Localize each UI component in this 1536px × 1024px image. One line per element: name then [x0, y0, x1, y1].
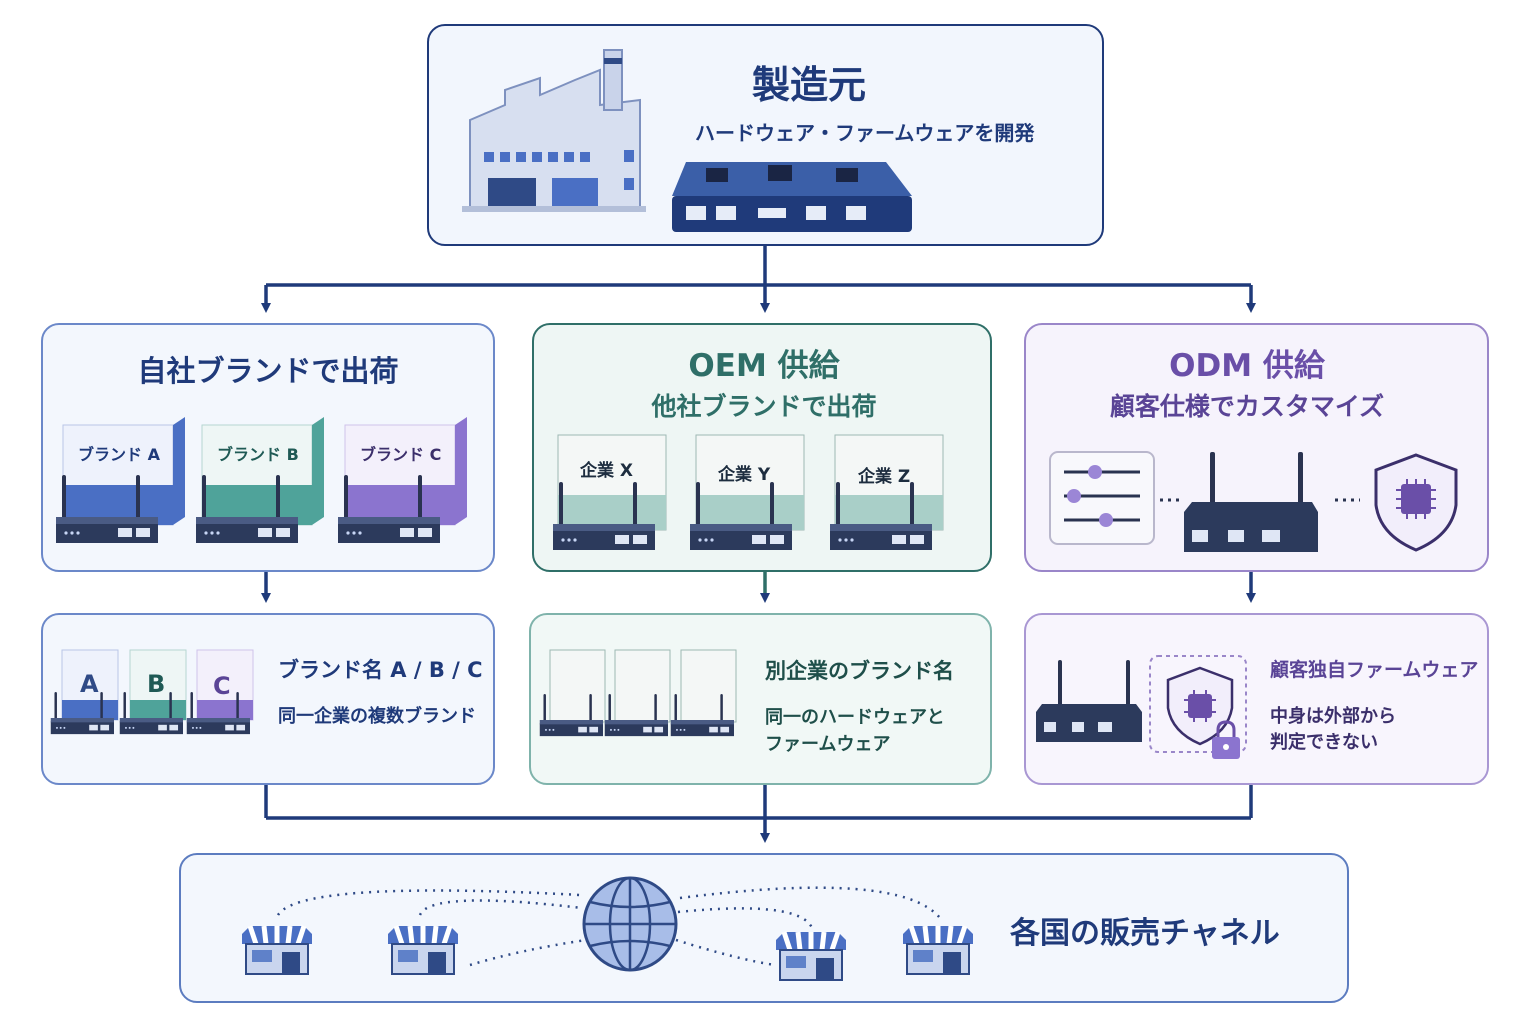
factory-icon	[462, 49, 646, 212]
odm-title: ODM 供給	[1169, 348, 1325, 384]
router-icon	[1184, 452, 1318, 552]
own-brand-title: 自社ブランドで出荷	[137, 354, 399, 388]
brand-label-c: ブランド C	[360, 445, 442, 464]
oem-detail-text-2: ファームウェア	[765, 734, 891, 755]
detail-letter-c: C	[213, 672, 231, 700]
odm-detail-text-2: 判定できない	[1270, 732, 1378, 753]
oem-title: OEM 供給	[688, 348, 840, 384]
chip-shield-icon	[1374, 453, 1458, 552]
oem-detail-text-1: 同一のハードウェアと	[765, 707, 945, 728]
chip-shield-icon	[1166, 666, 1234, 746]
detail-letter-b: B	[147, 670, 166, 698]
store-icon	[388, 926, 458, 974]
sliders-icon	[1049, 451, 1155, 545]
own-brand-products	[56, 417, 467, 543]
oem-detail-box	[529, 613, 992, 785]
oem-detail-title: 別企業のブランド名	[765, 659, 954, 683]
store-icon	[242, 926, 312, 974]
sales-channel-box	[179, 853, 1349, 1003]
own-brand-detail-text: 同一企業の複数ブランド	[278, 706, 476, 727]
brand-label-b: ブランド B	[217, 445, 299, 464]
oem-company-x: 企業 X	[580, 461, 634, 481]
odm-detail-title: 顧客独自ファームウェア	[1270, 659, 1479, 681]
odm-subtitle: 顧客仕様でカスタマイズ	[1109, 392, 1385, 421]
brand-label-a: ブランド A	[78, 445, 160, 464]
router-icon	[1036, 660, 1142, 742]
circuit-board-icon	[672, 162, 912, 232]
manufacturer-title: 製造元	[752, 63, 867, 107]
oem-products	[553, 434, 944, 550]
store-icon	[776, 932, 846, 980]
oem-company-z: 企業 Z	[858, 467, 911, 487]
oem-subtitle: 他社ブランドで出荷	[651, 392, 877, 421]
globe-icon	[582, 876, 678, 972]
oem-detail-products	[539, 649, 737, 737]
manufacturer-subtitle: ハードウェア・ファームウェアを開発	[695, 121, 1035, 145]
lock-icon	[1212, 720, 1240, 759]
detail-letter-a: A	[80, 670, 99, 698]
sales-channel-title: 各国の販売チャネル	[1010, 916, 1280, 951]
oem-company-y: 企業 Y	[718, 465, 771, 485]
own-brand-detail-title: ブランド名 A / B / C	[278, 658, 483, 682]
odm-detail-box	[1024, 613, 1489, 785]
odm-detail-text-1: 中身は外部から	[1270, 706, 1396, 727]
store-icon	[903, 926, 973, 974]
own-brand-detail-products	[50, 649, 254, 735]
